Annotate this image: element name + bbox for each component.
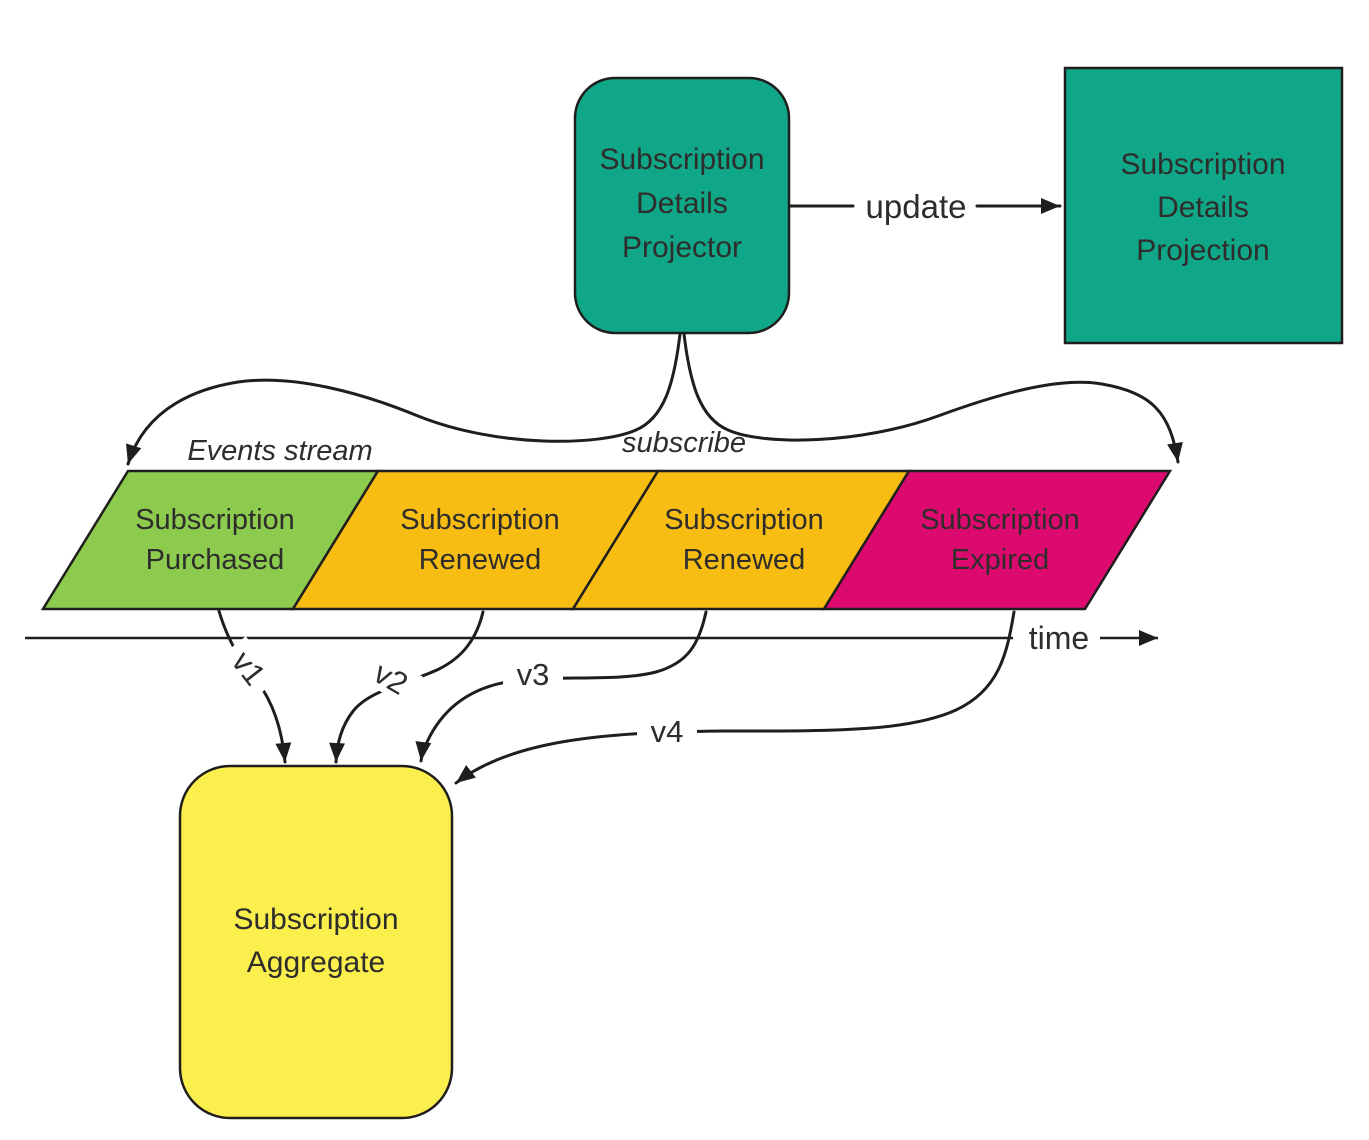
projection-label-line1: Subscription — [1120, 148, 1285, 181]
event-segment-expired-shape — [821, 469, 1173, 611]
v2-label-bg — [359, 649, 423, 707]
event-renewed-1-line1: Subscription — [400, 504, 560, 536]
aggregate-node: Subscription Aggregate — [178, 764, 454, 1120]
projection-node: Subscription Details Projection — [1063, 66, 1344, 345]
event-segment-renewed-2: Subscription Renewed — [570, 469, 912, 611]
v4-label-group: v4 — [637, 714, 697, 749]
projection-box — [1063, 66, 1344, 345]
events-stream-label: Events stream — [187, 435, 372, 467]
aggregate-label-line1: Subscription — [233, 903, 398, 936]
event-renewed-2-line2: Renewed — [683, 544, 806, 576]
update-label: update — [866, 188, 967, 225]
time-label: time — [1029, 620, 1089, 656]
v4-label-bg — [637, 714, 697, 748]
version-arrows: v1 v2 v3 v4 — [217, 609, 1016, 785]
aggregate-label-line2: Aggregate — [247, 946, 385, 979]
event-purchased-line2: Purchased — [146, 544, 285, 576]
update-arrow: update — [788, 188, 1062, 225]
subscribe-arrow-left — [126, 332, 682, 466]
projection-label-line3: Projection — [1136, 234, 1269, 267]
v3-label-bg — [503, 657, 563, 691]
event-purchased-line1: Subscription — [135, 504, 295, 536]
event-segment-expired: Subscription Expired — [821, 469, 1173, 611]
subscribe-label: subscribe — [622, 427, 746, 459]
event-renewed-2-line1: Subscription — [664, 504, 824, 536]
aggregate-box — [178, 764, 454, 1120]
event-segment-renewed-1: Subscription Renewed — [290, 469, 661, 611]
v4-arrow — [454, 610, 1016, 785]
v1-label-group: v1 — [218, 636, 280, 700]
v1-label-bg — [218, 636, 280, 700]
projector-node: Subscription Details Projector — [573, 76, 791, 335]
event-stream: Subscription Purchased Subscription Rene… — [40, 469, 1173, 611]
event-segment-purchased: Subscription Purchased — [40, 469, 381, 611]
v3-label: v3 — [517, 657, 550, 692]
event-expired-line2: Expired — [951, 544, 1049, 576]
projector-label-line2: Details — [636, 187, 728, 220]
projector-label-line1: Subscription — [599, 143, 764, 176]
time-axis: time — [25, 620, 1158, 656]
event-renewed-1-line2: Renewed — [419, 544, 542, 576]
v4-label: v4 — [651, 714, 684, 749]
subscribe-arrow-right — [682, 332, 1183, 464]
projector-label-line3: Projector — [622, 231, 742, 264]
subscribe-arrows: subscribe — [126, 332, 1183, 466]
projection-label-line2: Details — [1157, 191, 1249, 224]
v3-label-group: v3 — [503, 657, 563, 692]
event-expired-line1: Subscription — [920, 504, 1080, 536]
